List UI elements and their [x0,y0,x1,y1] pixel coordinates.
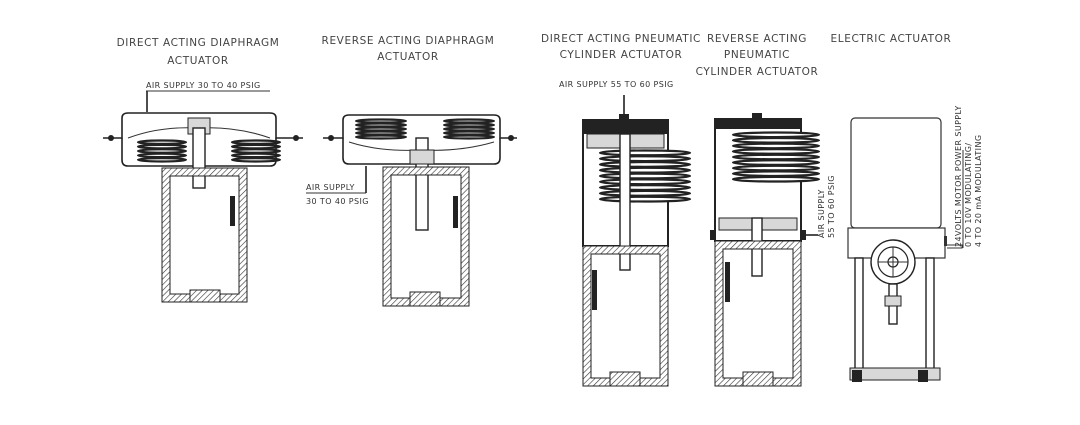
spring-coil [230,143,282,150]
direct-acting-pneumatic-cylinder-actuator: DIRECT ACTING PNEUMATIC CYLINDER ACTUATO… [541,33,701,387]
coupling [189,289,221,303]
title-line2: ACTUATOR [377,51,439,63]
spring-coil [731,164,821,172]
spring-coil [731,142,821,150]
spring-coil [354,130,408,136]
spring-coil [598,195,692,203]
spring-coil [731,170,821,178]
spring-coil [230,157,282,163]
spring-coil [731,136,821,144]
plate [409,149,435,165]
spring-coil [442,126,496,132]
air-supply-label-line1: AIR SUPPLY [306,183,355,192]
spring-coil [598,166,692,174]
yoke-body [161,167,248,303]
spring-coil [442,122,496,128]
air-supply-label-line2: 55 TO 60 PSIG [827,175,836,238]
coupling [409,291,441,307]
coupling [609,371,641,387]
guide-rod-left [854,257,864,371]
spring [598,149,692,203]
scale-indicator [230,196,235,226]
spring-coil [598,172,692,180]
spring-coil [598,189,692,197]
mounting-base [849,367,941,381]
spring-coil [354,134,408,140]
scale-indicator [453,196,458,228]
power-label-line1: 24VOLTS MOTOR POWER SUPPLY [954,105,963,247]
power-label-line2: 0 TO 10V MODULATING/ [964,143,973,247]
title-line3: CYLINDER ACTUATOR [696,66,819,78]
title-line1: REVERSE ACTING DIAPHRAGM [322,35,495,47]
spring-coil [230,148,282,154]
air-supply-label: AIR SUPPLY 30 TO 40 PSIG [146,81,261,90]
yoke-body [582,245,669,387]
spring-coil [731,131,821,139]
spring-coil [136,152,188,159]
cylinder-cap [715,119,801,129]
guide-rod-right [925,257,935,371]
spring-coil [136,148,188,154]
spring-coil [598,160,692,168]
title-line2: CYLINDER ACTUATOR [560,49,683,61]
spring-coil [731,153,821,161]
spring-coil [442,118,496,124]
title-line1: REVERSE ACTING [707,33,807,45]
scale-indicator [592,270,597,310]
spring-coil [230,152,282,159]
coupling [742,371,774,387]
diaphragm-upper-housing [103,112,303,139]
scale-indicator [725,262,730,302]
direct-acting-diaphragm-actuator: DIRECT ACTING DIAPHRAGM ACTUATOR AIR SUP… [103,37,303,303]
spring-coil [442,130,496,136]
spring-coil [598,184,692,192]
cylinder-cap [583,120,668,134]
spring-coil [354,126,408,132]
spring-coil [354,118,408,124]
spring-coil [136,139,188,146]
spring [442,118,496,140]
electric-actuator: ELECTRIC ACTUATOR 24VOLTS MOTOR POWER SU… [831,33,983,382]
title: ELECTRIC ACTUATOR [831,33,952,45]
yoke-body [382,166,470,307]
spring [354,118,408,140]
air-supply-label-line1: AIR SUPPLY [817,189,826,238]
spring [230,139,282,163]
reverse-acting-diaphragm-actuator: REVERSE ACTING DIAPHRAGM ACTUATOR AIR SU… [306,35,517,307]
spring-coil [731,175,821,183]
stem [192,127,206,189]
air-supply-label-line2: 30 TO 40 PSIG [306,197,369,206]
piston-rod [619,133,631,271]
power-label-line3: 4 TO 20 mA MODULATING [974,135,983,247]
spring-coil [136,143,188,150]
spring-coil [354,122,408,128]
spring-coil [598,155,692,163]
motor-housing [850,117,942,229]
air-supply-label: AIR SUPPLY 55 TO 60 PSIG [559,80,674,89]
title-line1: DIRECT ACTING DIAPHRAGM [117,37,280,49]
yoke-body [714,240,802,387]
spring [136,139,188,163]
spring-coil [731,159,821,166]
reverse-acting-pneumatic-cylinder-actuator: REVERSE ACTING PNEUMATIC CYLINDER ACTUAT… [696,33,836,387]
spring [731,131,821,183]
spring-coil [598,178,692,186]
title-line1: DIRECT ACTING PNEUMATIC [541,33,701,45]
spring-coil [230,139,282,146]
spring-coil [598,149,692,157]
diaphragm-upper-housing [323,114,517,139]
spring-coil [731,148,821,155]
title-line2: PNEUMATIC [724,49,790,61]
title-line2: ACTUATOR [167,55,229,67]
spring-coil [442,134,496,140]
spring-coil [136,157,188,163]
